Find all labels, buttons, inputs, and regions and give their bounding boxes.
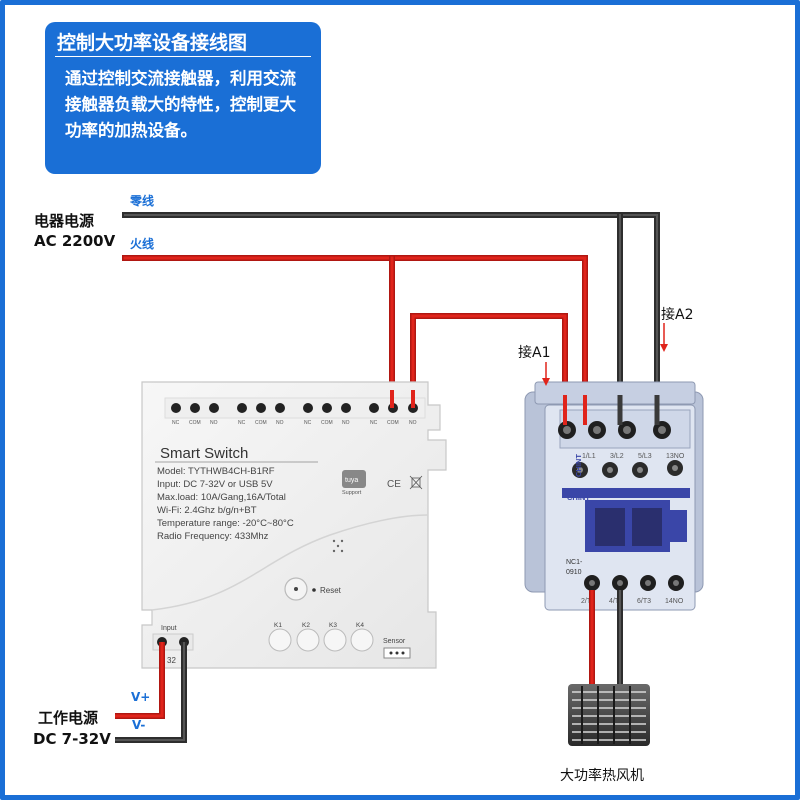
vplus-label: V+: [131, 690, 151, 704]
k1-button[interactable]: [268, 628, 292, 652]
spec-temperature: Temperature range: -20°C~80°C: [157, 518, 294, 529]
a1-arrow: [542, 362, 550, 386]
k4-button[interactable]: [350, 628, 374, 652]
key-label: K3: [329, 622, 337, 629]
neutral-label: 零线: [130, 194, 155, 208]
bottom-label-4: 14NO: [665, 598, 684, 605]
key-label: K4: [356, 622, 364, 629]
key-label: K1: [274, 622, 282, 629]
mains-label-line1: 电器电源: [34, 212, 95, 230]
spec-radio: Radio Frequency: 433Mhz: [157, 531, 269, 542]
spec-model: Model: TYTHWB4CH-B1RF: [157, 466, 275, 477]
k3-button[interactable]: [323, 628, 347, 652]
contactor-bottom-terminals: [584, 575, 684, 591]
dc-label-line1: 工作电源: [38, 709, 99, 727]
terminal-label: NC: [238, 420, 246, 426]
terminal-label: NO: [409, 420, 417, 426]
a2-arrow: [660, 323, 668, 352]
dc-wires: [115, 642, 187, 743]
contactor-brand: CHINT: [567, 493, 590, 502]
info-title-underline: [55, 56, 311, 57]
terminal-label: COM: [321, 420, 333, 426]
mains-label-line2: AC 2200V: [34, 232, 116, 250]
contactor-model-2: 0910: [566, 569, 582, 576]
tuya-logo-icon: [342, 470, 366, 488]
terminal-label: NC: [370, 420, 378, 426]
terminal-label: COM: [255, 420, 267, 426]
top-label-3: 5/L3: [638, 453, 652, 460]
key-label: K2: [302, 622, 310, 629]
info-title: 控制大功率设备接线图: [57, 32, 248, 54]
tuya-support: Support: [342, 490, 362, 496]
input-fragment: 32: [167, 656, 176, 665]
smart-switch-module: NC COM NO NC COM NO NC COM NO NC COM NO …: [141, 381, 447, 669]
contactor: 1/L1 3/L2 5/L3 13NO CHINT CHINT NC1- 091…: [524, 381, 704, 611]
heater: [568, 684, 650, 746]
ce-mark-icon: CE: [387, 479, 401, 490]
sensor-label: Sensor: [383, 638, 406, 645]
terminal-label: NC: [304, 420, 312, 426]
contactor-model-1: NC1-: [566, 559, 583, 566]
bottom-label-1: 2/T1: [581, 598, 595, 605]
terminal-label: NO: [210, 420, 218, 426]
reset-label: Reset: [320, 586, 342, 595]
bottom-label-2: 4/T2: [609, 598, 623, 605]
bottom-label-3: 6/T3: [637, 598, 651, 605]
spec-maxload: Max.load: 10A/Gang,16A/Total: [157, 492, 286, 503]
top-label-2: 3/L2: [610, 453, 624, 460]
top-label-1: 1/L1: [582, 453, 596, 460]
terminal-label: COM: [189, 420, 201, 426]
spec-wifi: Wi-Fi: 2.4Ghz b/g/n+BT: [157, 505, 257, 516]
terminal-label: NC: [172, 420, 180, 426]
heater-label: 大功率热风机: [560, 768, 644, 784]
terminal-label: NO: [342, 420, 350, 426]
info-box: 控制大功率设备接线图 通过控制交流接触器，利用交流接触器负载大的特性，控制更大功…: [45, 22, 321, 174]
live-label: 火线: [130, 237, 155, 251]
k2-button[interactable]: [296, 628, 320, 652]
input-label: Input: [161, 625, 177, 632]
module-title: Smart Switch: [160, 445, 248, 462]
dc-label-line2: DC 7-32V: [33, 730, 111, 748]
weee-bin-icon: [409, 475, 423, 490]
top-label-4: 13NO: [666, 453, 685, 460]
module-terminal-labels: NC COM NO NC COM NO NC COM NO NC COM NO: [172, 420, 417, 426]
terminal-label: COM: [387, 420, 399, 426]
contactor-top-terminals: [558, 409, 691, 449]
neutral-wire: [122, 212, 660, 408]
vminus-label: V-: [132, 718, 146, 732]
info-description: 通过控制交流接触器，利用交流接触器负载大的特性，控制更大功率的加热设备。: [65, 69, 296, 140]
contactor-brand-side: CHINT: [574, 454, 583, 477]
tuya-logo-text: tuya: [345, 477, 358, 484]
heater-wires: [589, 590, 623, 690]
a1-label: 接A1: [518, 345, 551, 361]
microphone-holes-icon: [332, 539, 344, 553]
spec-input: Input: DC 7-32V or USB 5V: [157, 479, 273, 490]
terminal-label: NO: [276, 420, 284, 426]
a2-label: 接A2: [661, 307, 694, 323]
